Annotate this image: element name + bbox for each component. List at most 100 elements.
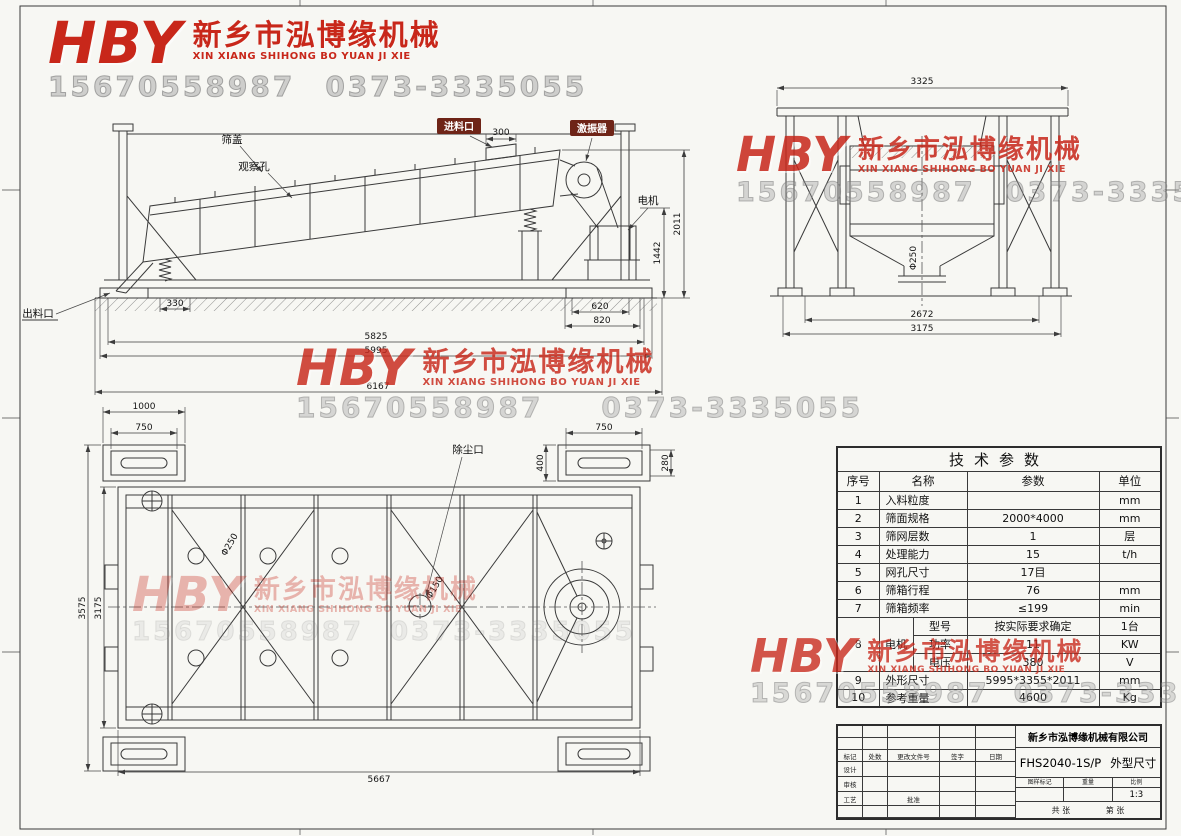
side-view: 300 2011 1442 330 620 820 5825 5995 6167…	[22, 118, 690, 395]
tb-label-approve: 批准	[888, 792, 940, 806]
tb-cell	[863, 792, 888, 806]
tb-cell	[863, 726, 888, 738]
dim-5825: 5825	[365, 332, 388, 342]
end-extension-lines	[776, 90, 1069, 337]
dim-750-right: 750	[595, 423, 612, 433]
exciter-hub	[577, 173, 591, 187]
col-header-name: 名称	[878, 470, 968, 492]
dim-5995: 5995	[365, 346, 388, 356]
dim-5667: 5667	[368, 775, 391, 785]
foot-left	[99, 287, 149, 299]
sheets-row: 共 张 第 张	[1016, 802, 1160, 818]
pivot-hole-bottom	[141, 703, 163, 725]
tb-label-change-doc: 更改文件号	[888, 750, 940, 762]
dim-620: 620	[591, 302, 608, 312]
spring-left	[158, 258, 173, 282]
feed-inlet-tag	[437, 118, 481, 134]
tb-cell	[940, 806, 976, 818]
mount-pad-bl	[102, 736, 186, 772]
exciter-tag	[570, 120, 614, 136]
screen-box	[142, 149, 561, 263]
tb-cell	[940, 762, 976, 777]
tb-label-count: 处数	[863, 750, 888, 762]
dim-3175: 3175	[911, 324, 934, 334]
weight-value	[1064, 788, 1111, 801]
dim-820: 820	[593, 316, 610, 326]
dim-750-left: 750	[135, 423, 152, 433]
spring-right	[523, 208, 538, 232]
leader-exciter	[585, 137, 593, 162]
ground-hatch	[95, 298, 657, 311]
title-block-main: 新乡市泓博缘机械有限公司 FHS2040-1S/P 外型尺寸 图样标记 重量 比…	[1016, 726, 1160, 818]
tb-cell	[888, 726, 940, 738]
hole-3	[331, 547, 349, 565]
leader-cover	[239, 145, 263, 173]
leader-feed-inlet	[469, 135, 493, 148]
hole-1	[187, 547, 205, 565]
mount-pad-tl	[102, 444, 186, 482]
leader-observe-hole	[267, 172, 293, 199]
stage-mark-value	[1016, 788, 1063, 801]
tb-label-date: 日期	[976, 750, 1015, 762]
spring-seat-r1	[639, 564, 654, 590]
plan-view: 1000 750 750 400 280 3575 3175 5667 Φ250…	[78, 402, 675, 785]
dim-280: 280	[661, 454, 671, 471]
col-header-no: 序号	[836, 470, 880, 492]
tb-cell	[888, 762, 940, 777]
pivot-hole-top	[141, 490, 163, 512]
end-foot-2	[829, 287, 855, 297]
post-cap-left	[112, 123, 134, 132]
stage-mark-label: 图样标记	[1016, 778, 1064, 788]
mount-pad-br	[557, 736, 651, 772]
dim-3575: 3575	[78, 597, 88, 620]
dim-1442: 1442	[653, 242, 663, 265]
tb-cell	[940, 792, 976, 806]
dim-300: 300	[492, 128, 509, 138]
tb-cell	[976, 738, 1015, 750]
col-header-value: 参数	[966, 470, 1100, 492]
small-hub	[595, 532, 613, 550]
label-motor: 电机	[638, 194, 659, 207]
tb-cell	[838, 806, 863, 818]
tb-label-design: 设计	[838, 762, 863, 777]
label-dust-port: 除尘口	[452, 443, 484, 456]
tb-cell	[976, 806, 1015, 818]
tb-cell	[940, 738, 976, 750]
end-foot-4	[1042, 287, 1068, 297]
tb-cell	[940, 726, 976, 738]
plan-centerlines	[108, 561, 656, 653]
title-block-revision-grid: 标记 处数 更改文件号 签字 日期 设计 审核 工艺 批准	[838, 726, 1016, 818]
label-feed-inlet: 进料口	[444, 120, 474, 133]
tb-cell	[863, 806, 888, 818]
end-foot-3	[990, 287, 1016, 297]
scale-value: 1:3	[1129, 789, 1144, 800]
plan-structure	[126, 491, 632, 724]
tb-label-process: 工艺	[838, 792, 863, 806]
small-hub-center	[601, 538, 607, 544]
foot-right	[565, 287, 653, 299]
tb-label-mark: 标记	[838, 750, 863, 762]
tb-label-sign: 签字	[940, 750, 976, 762]
tb-cell	[863, 762, 888, 777]
weight-label: 重量	[1064, 778, 1112, 788]
hole-6	[331, 649, 349, 667]
weight-cell: 重量	[1064, 778, 1113, 801]
model-number: FHS2040-1S/P	[1019, 755, 1102, 770]
exciter-wheel	[565, 161, 603, 199]
dim-2011: 2011	[673, 213, 683, 236]
spring-seat-l2	[104, 646, 119, 672]
dim-outlet-dia: Φ250	[909, 246, 919, 271]
table-title: 技术参数	[836, 446, 1162, 472]
tb-cell	[838, 726, 863, 738]
